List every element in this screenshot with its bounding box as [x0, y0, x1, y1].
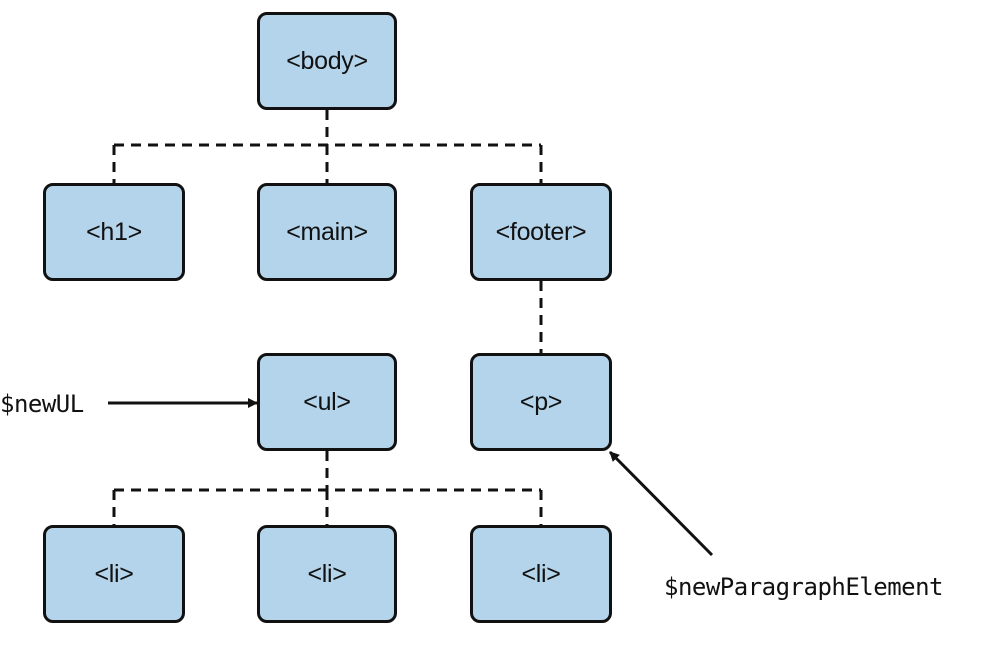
node-ul-label: <ul>	[303, 387, 351, 416]
new-paragraph-element-label: $newParagraphElement	[664, 573, 943, 601]
node-main-label: <main>	[286, 217, 368, 246]
node-li-3: <li>	[470, 525, 612, 623]
node-footer: <footer>	[470, 183, 612, 281]
node-main: <main>	[257, 183, 397, 281]
node-h1-label: <h1>	[86, 217, 142, 246]
node-li-3-label: <li>	[521, 559, 561, 588]
node-li-1: <li>	[43, 525, 185, 623]
node-li-2-label: <li>	[307, 559, 347, 588]
ul-children-connector	[112, 451, 543, 525]
body-children-connector	[112, 110, 543, 183]
node-p: <p>	[470, 353, 612, 451]
node-footer-label: <footer>	[495, 217, 587, 246]
node-ul: <ul>	[257, 353, 397, 451]
node-h1: <h1>	[43, 183, 185, 281]
node-p-label: <p>	[519, 387, 563, 416]
node-body: <body>	[257, 12, 397, 110]
node-body-label: <body>	[286, 46, 368, 75]
new-paragraph-arrow	[608, 450, 714, 557]
node-li-2: <li>	[257, 525, 397, 623]
node-li-1-label: <li>	[94, 559, 134, 588]
new-ul-label: $newUL	[0, 390, 84, 418]
